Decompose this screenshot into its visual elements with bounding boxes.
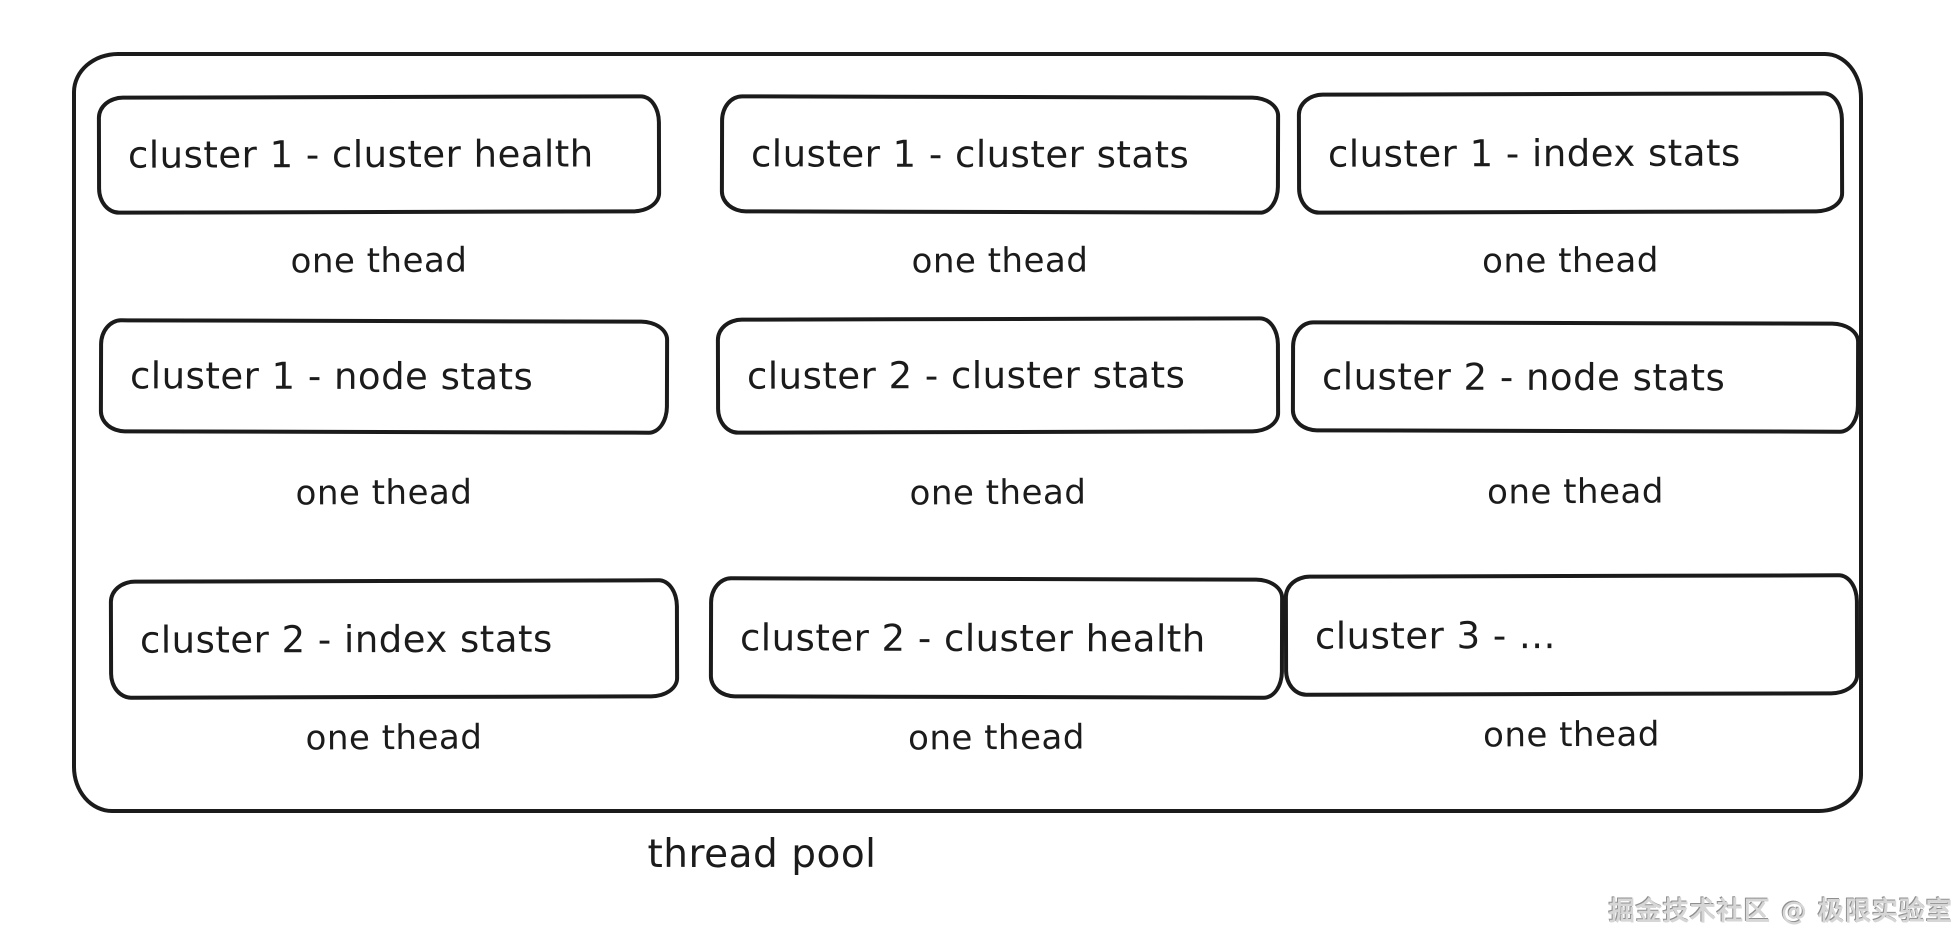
thread-count-label: one thead [1486, 471, 1664, 513]
thread-cell: cluster 1 - cluster health one thead [96, 94, 662, 282]
thread-cell: cluster 2 - cluster health one thead [708, 576, 1285, 759]
task-box: cluster 2 - cluster health [708, 576, 1285, 700]
thread-count-label: one thead [305, 717, 483, 759]
task-box: cluster 2 - cluster stats [715, 316, 1281, 435]
thread-count-label: one thead [907, 717, 1085, 759]
task-box: cluster 1 - index stats [1296, 91, 1845, 215]
task-box: cluster 2 - node stats [1290, 320, 1861, 434]
task-box-label: cluster 1 - node stats [129, 354, 534, 399]
task-box-label: cluster 1 - cluster health [127, 132, 594, 177]
task-box: cluster 1 - cluster health [96, 94, 662, 215]
task-box-label: cluster 2 - index stats [139, 617, 553, 662]
task-box: cluster 3 - ... [1283, 573, 1860, 697]
thread-cell: cluster 1 - node stats one thead [98, 318, 670, 514]
task-box: cluster 1 - cluster stats [719, 94, 1281, 215]
task-box-label: cluster 3 - ... [1314, 613, 1556, 658]
thread-count-label: one thead [909, 472, 1087, 514]
task-box-label: cluster 1 - cluster stats [750, 132, 1190, 177]
task-box-label: cluster 2 - cluster health [739, 615, 1206, 661]
thread-cell: cluster 1 - cluster stats one thead [719, 94, 1281, 282]
task-box: cluster 1 - node stats [98, 318, 670, 435]
thread-pool-container: cluster 1 - cluster health one thead clu… [72, 52, 1863, 813]
thread-cell: cluster 2 - index stats one thead [108, 578, 680, 759]
thread-count-label: one thead [1481, 240, 1659, 282]
thread-cell: cluster 2 - node stats one thead [1290, 320, 1861, 513]
thread-cell: cluster 1 - index stats one thead [1296, 91, 1845, 282]
task-box-label: cluster 2 - cluster stats [746, 353, 1186, 398]
thread-cell: cluster 3 - ... one thead [1283, 573, 1860, 756]
task-box-label: cluster 2 - node stats [1321, 354, 1726, 399]
thread-cell: cluster 2 - cluster stats one thead [715, 316, 1281, 514]
thread-count-label: one thead [295, 472, 473, 514]
thread-count-label: one thead [290, 240, 468, 282]
thread-count-label: one thead [1482, 714, 1660, 756]
task-box-label: cluster 1 - index stats [1327, 131, 1741, 176]
pool-title: thread pool [647, 832, 877, 877]
task-box: cluster 2 - index stats [108, 578, 680, 700]
watermark-text: 掘金技术社区 @ 极限实验室 [1608, 897, 1953, 927]
thread-count-label: one thead [911, 240, 1089, 282]
